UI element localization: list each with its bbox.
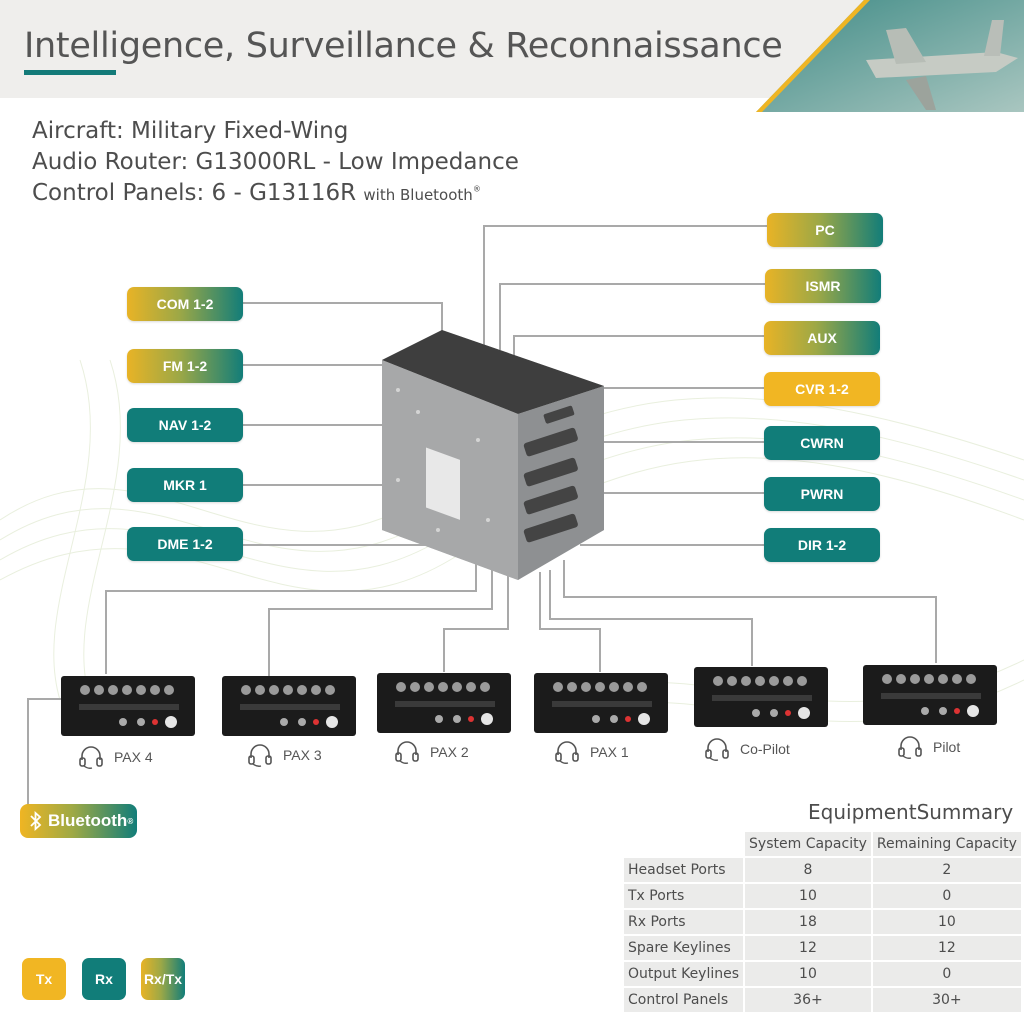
audio-router-unit [382,330,604,580]
station-label: PAX 4 [114,749,153,765]
table-row: Headset Ports 8 2 [624,858,1021,882]
port-pwrn: PWRN [764,477,880,511]
control-panel-pax-2 [377,673,511,733]
remaining-capacity-cell: 30+ [872,988,1021,1012]
table-row: Spare Keylines 12 12 [624,936,1021,960]
station-pilot: Pilot [897,734,960,760]
port-cvr-1-2: CVR 1-2 [764,372,880,406]
station-pax-3: PAX 3 [247,742,322,768]
summary-corner [624,832,743,856]
wire-pax4 [105,560,477,674]
aircraft-label: Aircraft: Military Fixed-Wing [32,118,349,144]
control-panels-label: Control Panels: 6 - G13116R with Bluetoo… [32,180,481,206]
wire-copilot [549,570,753,666]
headset-icon [79,746,103,769]
station-co-pilot: Co-Pilot [704,736,790,762]
port-com-1-2: COM 1-2 [127,287,243,321]
equipment-summary-table: System Capacity Remaining Capacity Heads… [622,830,1023,1014]
control-panel-co-pilot [694,667,828,727]
title-underline [24,70,116,75]
legend-rx: Rx [82,958,126,1000]
router-label: Audio Router: G13000RL - Low Impedance [32,149,519,175]
row-label: Spare Keylines [624,936,744,960]
table-row: Control Panels 36+ 30+ [624,988,1021,1012]
wire-bluetooth [27,698,62,806]
headset-icon [395,741,419,764]
system-capacity-cell: 10 [745,884,871,908]
wire-pax2 [443,572,509,672]
port-mkr-1: MKR 1 [127,468,243,502]
port-aux: AUX [764,321,880,355]
bluetooth-icon [30,810,42,832]
station-label: Co-Pilot [740,741,790,757]
bluetooth-suffix: with Bluetooth [363,186,473,204]
control-panel-pax-4 [61,676,195,736]
port-dir-1-2: DIR 1-2 [764,528,880,562]
system-capacity-cell: 36+ [745,988,871,1012]
remaining-capacity-cell: 0 [872,884,1021,908]
wire-pc [483,225,768,345]
station-pax-4: PAX 4 [78,744,153,770]
system-capacity-cell: 8 [745,858,871,882]
port-nav-1-2: NAV 1-2 [127,408,243,442]
station-label: Pilot [933,739,961,755]
table-row: Tx Ports 10 0 [624,884,1021,908]
table-row: Rx Ports 18 10 [624,910,1021,934]
table-row: Output Keylines 10 0 [624,962,1021,986]
bluetooth-label: Bluetooth [48,811,128,830]
bluetooth-badge: Bluetooth® [20,804,137,838]
wire-pax1 [539,572,601,672]
remaining-capacity-cell: 10 [872,910,1021,934]
headset-icon [705,738,729,761]
page-title: Intelligence, Surveillance & Reconnaissa… [24,26,783,66]
system-capacity-cell: 12 [745,936,871,960]
row-label: Headset Ports [624,858,744,882]
control-panels-text: Control Panels: 6 - G13116R [32,180,357,206]
control-panel-pilot [863,665,997,725]
port-fm-1-2: FM 1-2 [127,349,243,383]
wire-pax3 [268,570,493,676]
port-pc: PC [767,213,883,247]
station-pax-1: PAX 1 [554,739,629,765]
wire-ismr [499,283,768,350]
row-label: Output Keylines [624,962,744,986]
summary-title: EquipmentSummary [808,800,1014,824]
header-remaining-capacity: Remaining Capacity [872,832,1021,856]
wire-pilot [563,560,937,663]
control-panel-pax-3 [222,676,356,736]
header-system-capacity: System Capacity [745,832,871,856]
wire-aux [513,335,766,360]
control-panel-pax-1 [534,673,668,733]
headset-icon [248,744,272,767]
headset-icon [555,741,579,764]
bluetooth-registered-mark: ® [127,816,134,826]
aircraft-photo [756,0,1024,112]
remaining-capacity-cell: 12 [872,936,1021,960]
summary-header-row: System Capacity Remaining Capacity [624,832,1021,856]
row-label: Rx Ports [624,910,744,934]
remaining-capacity-cell: 2 [872,858,1021,882]
legend-tx: Tx [22,958,66,1000]
station-label: PAX 3 [283,747,322,763]
registered-mark: ® [472,184,481,194]
headset-icon [898,736,922,759]
port-cwrn: CWRN [764,426,880,460]
port-ismr: ISMR [765,269,881,303]
row-label: Tx Ports [624,884,744,908]
station-label: PAX 2 [430,744,469,760]
row-label: Control Panels [624,988,744,1012]
system-capacity-cell: 10 [745,962,871,986]
remaining-capacity-cell: 0 [872,962,1021,986]
station-pax-2: PAX 2 [394,739,469,765]
system-capacity-cell: 18 [745,910,871,934]
port-dme-1-2: DME 1-2 [127,527,243,561]
station-label: PAX 1 [590,744,629,760]
legend-rx-tx: Rx/Tx [141,958,185,1000]
